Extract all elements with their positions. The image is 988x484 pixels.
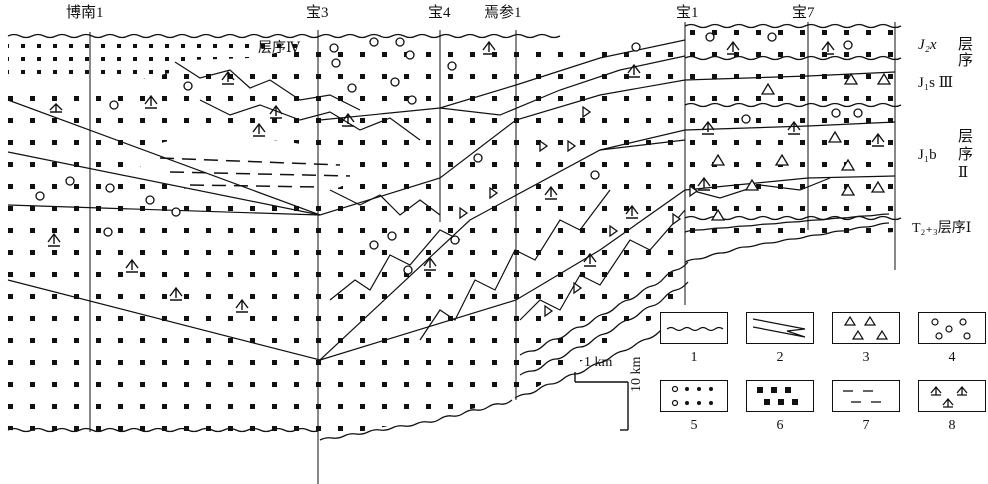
legend-box-breccia	[832, 312, 900, 344]
j1b-seq-label-2: 序	[958, 148, 973, 163]
j2x-seq-label-2: 序	[958, 54, 973, 69]
legend-num-7: 7	[831, 418, 901, 434]
legend-num-1: 1	[659, 350, 729, 366]
well-label-bao3: 宝3	[306, 6, 329, 21]
well-label-bonan1: 博南1	[66, 6, 104, 21]
t-sequence-label: T₂₊₃层序Ⅰ	[912, 222, 971, 236]
scale-bar	[575, 372, 628, 430]
legend-box-conglomerate-sandstone	[660, 380, 728, 412]
legend-num-8: 8	[917, 418, 987, 434]
legend-box-mudstone	[832, 380, 900, 412]
legend-box-unconformity	[660, 312, 728, 344]
j2x-label: J₂x	[918, 38, 937, 53]
legend-box-gravel	[918, 312, 986, 344]
j1s-label: J₁s Ⅲ	[918, 76, 953, 91]
j2x-seq-label-1: 层	[958, 38, 973, 53]
legend-box-interfingering	[746, 312, 814, 344]
legend-num-2: 2	[745, 350, 815, 366]
sequence-iv-label: 层序Ⅳ	[258, 42, 300, 56]
well-label-yancan1: 焉参1	[484, 6, 522, 21]
legend-num-4: 4	[917, 350, 987, 366]
well-label-bao4: 宝4	[428, 6, 451, 21]
well-label-bao7: 宝7	[792, 6, 815, 21]
legend-num-5: 5	[659, 418, 729, 434]
well-label-bao1: 宝1	[676, 6, 699, 21]
scale-horizontal-label: 1 km	[584, 356, 612, 370]
j1b-seq-label-3: Ⅱ	[958, 166, 968, 181]
legend-box-plant-debris	[918, 380, 986, 412]
j1b-seq-label-1: 层	[958, 130, 973, 145]
legend-box-sandstone	[746, 380, 814, 412]
legend-num-3: 3	[831, 350, 901, 366]
legend-num-6: 6	[745, 418, 815, 434]
scale-vertical-label: 10 km	[630, 357, 644, 392]
j1b-label: J₁b	[918, 148, 937, 163]
